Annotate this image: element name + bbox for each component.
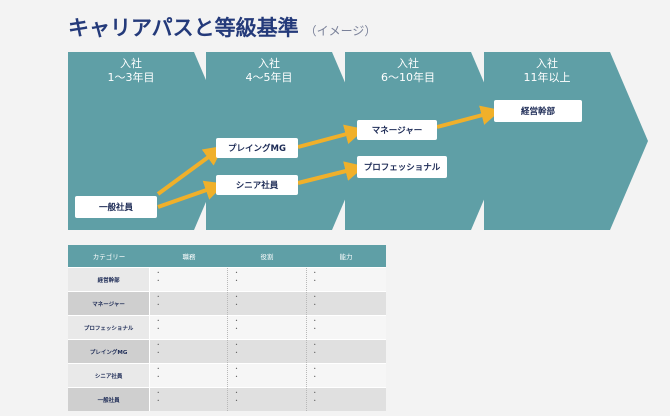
grade-criteria-table: カテゴリー 職務 役割 能力 経営幹部・・・・・・マネージャー・・・・・・プロフ… bbox=[68, 245, 386, 411]
stage-3-line1: 入社 bbox=[397, 57, 419, 70]
bullet-placeholder: ・ bbox=[233, 342, 240, 349]
bullet-placeholder: ・ bbox=[155, 270, 162, 277]
bullet-placeholder: ・ bbox=[311, 350, 318, 357]
role-box-professional: プロフェッショナル bbox=[357, 156, 447, 178]
bullet-placeholder: ・ bbox=[233, 318, 240, 325]
bullet-placeholder: ・ bbox=[155, 342, 162, 349]
table-cell: ・・ bbox=[228, 364, 307, 387]
chevron-tip bbox=[610, 52, 648, 230]
table-cell: ・・ bbox=[306, 340, 386, 363]
role-box-senior: シニア社員 bbox=[216, 175, 298, 195]
bullet-placeholder: ・ bbox=[155, 374, 162, 381]
table-row: プレイングMG・・・・・・ bbox=[68, 339, 386, 363]
table-header: カテゴリー 職務 役割 能力 bbox=[68, 245, 386, 267]
table-body: 経営幹部・・・・・・マネージャー・・・・・・プロフェッショナル・・・・・・プレイ… bbox=[68, 267, 386, 411]
bullet-placeholder: ・ bbox=[233, 390, 240, 397]
stage-1-line1: 入社 bbox=[120, 57, 142, 70]
header-role: 役割 bbox=[260, 253, 274, 261]
table-cell: ・・ bbox=[150, 316, 229, 339]
table-cell: ・・ bbox=[228, 316, 307, 339]
row-category: 一般社員 bbox=[68, 388, 151, 411]
stage-4-label: 入社 11年以上 bbox=[484, 57, 610, 85]
stage-2-line1: 入社 bbox=[258, 57, 280, 70]
table-cell: ・・ bbox=[150, 340, 229, 363]
stage-3-line2: 6〜10年目 bbox=[381, 71, 435, 84]
role-box-manager: マネージャー bbox=[357, 120, 437, 140]
table-cell: ・・ bbox=[228, 388, 307, 411]
bullet-placeholder: ・ bbox=[233, 398, 240, 405]
table-row: 一般社員・・・・・・ bbox=[68, 387, 386, 411]
stage-3-chevron: 入社 6〜10年目 bbox=[345, 52, 509, 230]
bullet-placeholder: ・ bbox=[311, 366, 318, 373]
table-cell: ・・ bbox=[228, 268, 307, 291]
table-row: プロフェッショナル・・・・・・ bbox=[68, 315, 386, 339]
bullet-placeholder: ・ bbox=[311, 390, 318, 397]
bullet-placeholder: ・ bbox=[233, 270, 240, 277]
subtitle-text: （イメージ） bbox=[304, 24, 377, 38]
stage-4-line2: 11年以上 bbox=[523, 71, 571, 84]
bullet-placeholder: ・ bbox=[155, 398, 162, 405]
bullet-placeholder: ・ bbox=[233, 302, 240, 309]
row-category: プレイングMG bbox=[68, 340, 151, 363]
stage-4-line1: 入社 bbox=[536, 57, 558, 70]
table-row: 経営幹部・・・・・・ bbox=[68, 267, 386, 291]
bullet-placeholder: ・ bbox=[311, 302, 318, 309]
bullet-placeholder: ・ bbox=[233, 374, 240, 381]
bullet-placeholder: ・ bbox=[311, 342, 318, 349]
bullet-placeholder: ・ bbox=[233, 278, 240, 285]
role-box-executive: 経営幹部 bbox=[494, 100, 582, 122]
stage-1-label: 入社 1〜3年目 bbox=[68, 57, 194, 85]
bullet-placeholder: ・ bbox=[311, 270, 318, 277]
bullet-placeholder: ・ bbox=[155, 278, 162, 285]
table-row: シニア社員・・・・・・ bbox=[68, 363, 386, 387]
bullet-placeholder: ・ bbox=[311, 398, 318, 405]
bullet-placeholder: ・ bbox=[155, 302, 162, 309]
bullet-placeholder: ・ bbox=[233, 366, 240, 373]
header-duties: 職務 bbox=[182, 253, 196, 261]
table-cell: ・・ bbox=[306, 268, 386, 291]
bullet-placeholder: ・ bbox=[155, 390, 162, 397]
table-cell: ・・ bbox=[150, 364, 229, 387]
bullet-placeholder: ・ bbox=[311, 294, 318, 301]
role-box-general: 一般社員 bbox=[75, 196, 157, 218]
title-text: キャリアパスと等級基準 bbox=[68, 16, 299, 40]
table-cell: ・・ bbox=[150, 292, 229, 315]
table-cell: ・・ bbox=[228, 292, 307, 315]
row-category: 経営幹部 bbox=[68, 268, 151, 291]
bullet-placeholder: ・ bbox=[311, 318, 318, 325]
bullet-placeholder: ・ bbox=[233, 350, 240, 357]
stage-3-label: 入社 6〜10年目 bbox=[345, 57, 471, 85]
table-cell: ・・ bbox=[150, 268, 229, 291]
bullet-placeholder: ・ bbox=[311, 278, 318, 285]
row-category: マネージャー bbox=[68, 292, 151, 315]
header-ability: 能力 bbox=[339, 253, 353, 261]
stage-2-label: 入社 4〜5年目 bbox=[206, 57, 332, 85]
bullet-placeholder: ・ bbox=[155, 326, 162, 333]
stage-1-line2: 1〜3年目 bbox=[107, 71, 155, 84]
table-row: マネージャー・・・・・・ bbox=[68, 291, 386, 315]
bullet-placeholder: ・ bbox=[311, 326, 318, 333]
bullet-placeholder: ・ bbox=[233, 294, 240, 301]
row-category: シニア社員 bbox=[68, 364, 151, 387]
table-cell: ・・ bbox=[306, 364, 386, 387]
stage-2-line2: 4〜5年目 bbox=[245, 71, 293, 84]
table-cell: ・・ bbox=[306, 316, 386, 339]
header-category: カテゴリー bbox=[92, 253, 126, 261]
table-cell: ・・ bbox=[306, 388, 386, 411]
page-title: キャリアパスと等級基準 （イメージ） bbox=[68, 12, 376, 42]
bullet-placeholder: ・ bbox=[155, 294, 162, 301]
stage-4-chevron: 入社 11年以上 bbox=[484, 52, 648, 230]
table-cell: ・・ bbox=[306, 292, 386, 315]
table-cell: ・・ bbox=[150, 388, 229, 411]
bullet-placeholder: ・ bbox=[155, 318, 162, 325]
bullet-placeholder: ・ bbox=[155, 350, 162, 357]
bullet-placeholder: ・ bbox=[233, 326, 240, 333]
bullet-placeholder: ・ bbox=[155, 366, 162, 373]
row-category: プロフェッショナル bbox=[68, 316, 151, 339]
role-box-playing-mg: プレイングMG bbox=[216, 138, 298, 158]
table-cell: ・・ bbox=[228, 340, 307, 363]
bullet-placeholder: ・ bbox=[311, 374, 318, 381]
